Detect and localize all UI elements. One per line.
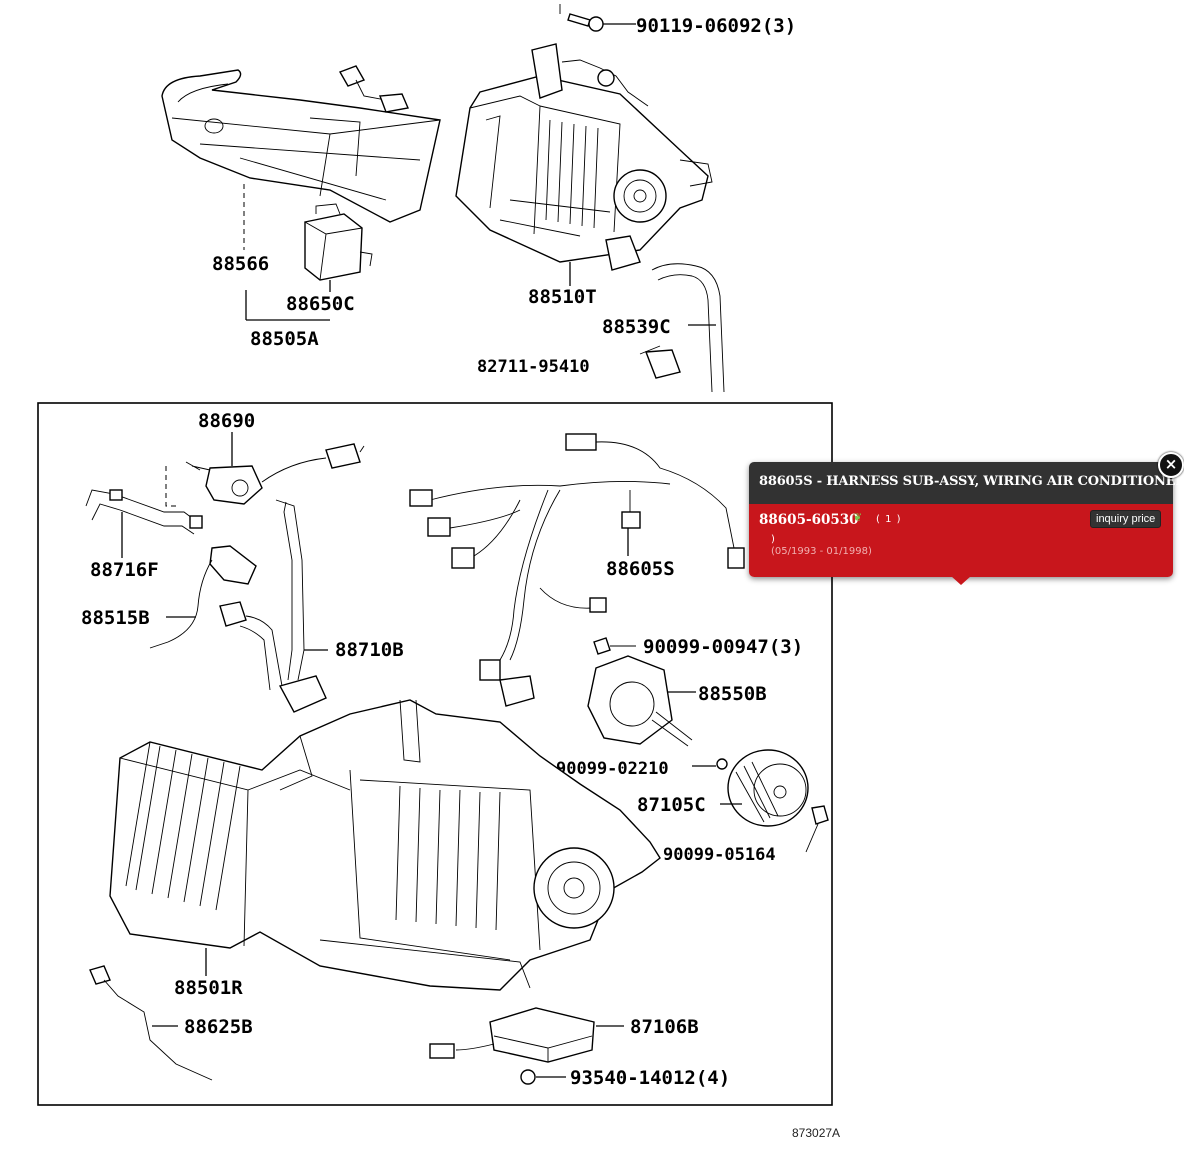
label-88515b[interactable]: 88515B — [81, 607, 150, 629]
diagram-reference-number: 873027A — [792, 1126, 841, 1140]
label-87105c[interactable]: 87105C — [637, 794, 706, 816]
sensor-88515b — [149, 545, 257, 649]
popup-pointer — [951, 576, 971, 585]
wire-88625b — [89, 965, 213, 1081]
label-90099-00947[interactable]: 90099-00947(3) — [643, 636, 803, 658]
screw-90099-00947 — [593, 637, 636, 655]
hose-88710b — [219, 499, 327, 713]
nut-90099-05164 — [805, 805, 829, 853]
duct-88566 — [161, 65, 441, 223]
relay-88650c — [304, 203, 373, 281]
lower-assembly-frame — [37, 402, 833, 1106]
popup-title: 88605S - HARNESS SUB-ASSY, WIRING AIR CO… — [759, 474, 1184, 489]
date-range-text: (05/1993 - 01/1998) — [771, 546, 872, 557]
part-info-popup: 88605S - HARNESS SUB-ASSY, WIRING AIR CO… — [749, 462, 1184, 577]
inquiry-price-button[interactable]: inquiry price — [1090, 510, 1162, 528]
quantity-text: ( 1 ) — [876, 514, 902, 525]
paren-text: ) — [771, 534, 775, 545]
motor-88550b — [587, 655, 693, 747]
label-88505a[interactable]: 88505A — [250, 328, 319, 350]
hose-88539c — [651, 263, 725, 393]
label-88605s[interactable]: 88605S — [606, 558, 675, 580]
heater-unit-88510t — [455, 43, 713, 271]
label-88710b[interactable]: 88710B — [335, 639, 404, 661]
label-88716f[interactable]: 88716F — [90, 559, 159, 581]
popup-header: 88605S - HARNESS SUB-ASSY, WIRING AIR CO… — [749, 462, 1184, 504]
label-88650c[interactable]: 88650C — [286, 293, 355, 315]
label-90119-06092[interactable]: 90119-06092(3) — [636, 15, 796, 37]
label-82711-95410[interactable]: 82711-95410 — [477, 357, 590, 377]
unit-case-88501r — [109, 699, 661, 991]
label-90099-05164[interactable]: 90099-05164 — [663, 845, 776, 865]
close-icon[interactable]: × — [1158, 452, 1184, 478]
leaf-icon: ❦ — [853, 511, 863, 524]
label-88550b[interactable]: 88550B — [698, 683, 767, 705]
clamp-82711-95410 — [639, 345, 681, 379]
harness-88605s — [409, 433, 745, 707]
label-88510t[interactable]: 88510T — [528, 286, 597, 308]
screw-90119-06092 — [559, 4, 636, 32]
label-88501r[interactable]: 88501R — [174, 977, 243, 999]
sensor-88690 — [185, 443, 365, 505]
fan-87105c — [727, 749, 809, 827]
label-93540-14012[interactable]: 93540-14012(4) — [570, 1067, 730, 1089]
label-88566[interactable]: 88566 — [212, 253, 269, 275]
label-90099-02210[interactable]: 90099-02210 — [556, 759, 669, 779]
label-88625b[interactable]: 88625B — [184, 1016, 253, 1038]
label-87106b[interactable]: 87106B — [630, 1016, 699, 1038]
pipe-88716f — [85, 489, 203, 535]
part-number-link[interactable]: 88605-60530 — [759, 512, 859, 528]
washer-90099-02210 — [716, 758, 728, 770]
label-88539c[interactable]: 88539C — [602, 316, 671, 338]
popup-body: 88605-60530 ❦ ( 1 ) ) (05/1993 - 01/1998… — [749, 504, 1173, 577]
amplifier-87106b — [429, 1007, 595, 1063]
label-88690[interactable]: 88690 — [198, 410, 255, 432]
screw-93540-14012 — [520, 1069, 566, 1085]
